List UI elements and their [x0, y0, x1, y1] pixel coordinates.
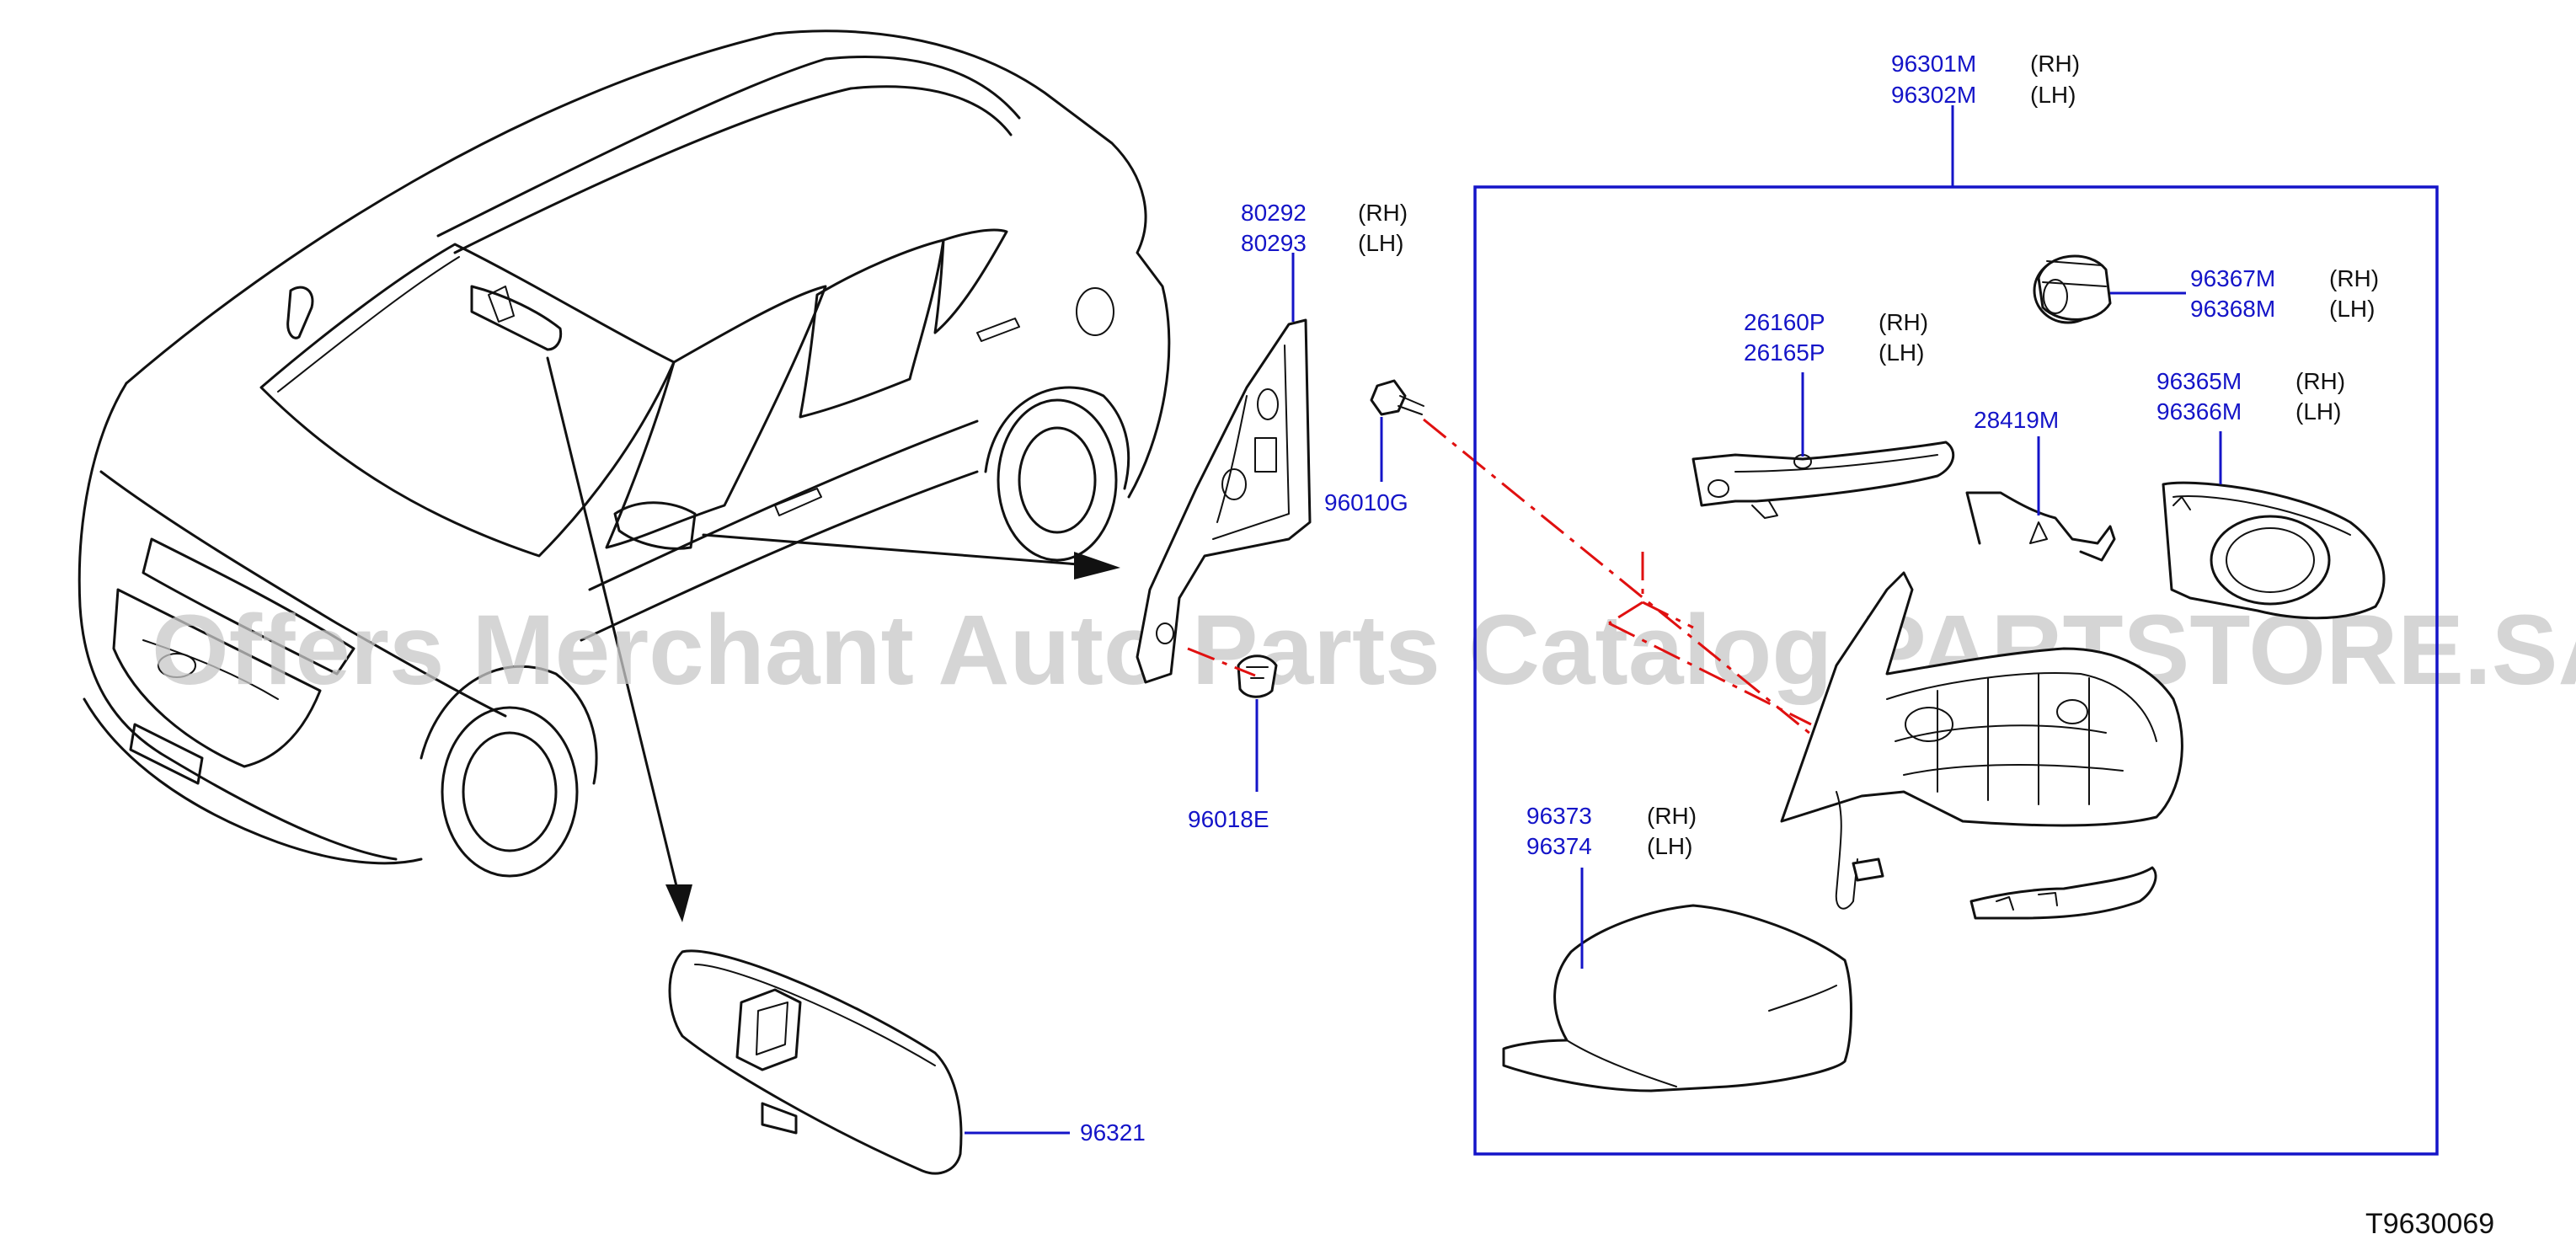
- part-code[interactable]: 96366M: [2156, 398, 2242, 425]
- part-label-96365m[interactable]: 96365M (RH) 96366M (LH): [2156, 368, 2345, 425]
- side-indicator: (RH): [1358, 200, 1408, 226]
- part-code[interactable]: 96368M: [2190, 296, 2275, 322]
- callout-arrows: [546, 356, 1120, 922]
- inside-mirror-drawing: [668, 949, 963, 1175]
- side-indicator: (RH): [1647, 803, 1697, 829]
- side-indicator: (LH): [2295, 398, 2341, 425]
- watermark-text: Offers Merchant Auto Parts Catalog PARTS…: [152, 595, 2576, 706]
- mirror-cover-96373-drawing: [1502, 904, 1852, 1092]
- part-code[interactable]: 96373: [1526, 803, 1592, 829]
- side-indicator: (LH): [1879, 339, 1924, 366]
- part-code[interactable]: 96367M: [2190, 265, 2275, 291]
- actuator-96367m-drawing: [2033, 254, 2112, 324]
- outer-mirror-assembly-frame: [1473, 185, 2439, 1156]
- mirror-finisher-drawing: [1136, 318, 1312, 684]
- part-code[interactable]: 96301M: [1891, 51, 1976, 77]
- part-label-26160p[interactable]: 26160P (RH) 26165P (LH): [1744, 309, 1928, 366]
- part-label-96321[interactable]: 96321: [1080, 1119, 1146, 1146]
- part-code[interactable]: 28419M: [1974, 407, 2059, 433]
- clip-96018e-drawing: [1237, 654, 1278, 698]
- harness-28419m-drawing: [1965, 491, 2116, 562]
- side-indicator: (RH): [2295, 368, 2345, 394]
- side-indicator: (RH): [1879, 309, 1928, 335]
- mirror-glass-96365m-drawing: [2162, 481, 2386, 620]
- part-code[interactable]: 96321: [1080, 1119, 1146, 1146]
- mirror-body-drawing: [1780, 571, 2183, 910]
- part-code[interactable]: 80292: [1241, 200, 1307, 226]
- part-label-96373[interactable]: 96373 (RH) 96374 (LH): [1526, 803, 1697, 859]
- side-indicator: (LH): [2030, 82, 2076, 108]
- side-indicator: (LH): [1358, 230, 1403, 256]
- part-code[interactable]: 96018E: [1188, 806, 1269, 832]
- diagram-id: T9630069: [2365, 1208, 2494, 1240]
- part-code[interactable]: 96010G: [1324, 489, 1408, 515]
- side-indicator: (LH): [1647, 833, 1692, 859]
- part-label-96018e[interactable]: 96018E: [1188, 806, 1269, 832]
- part-label-96010g[interactable]: 96010G: [1324, 489, 1408, 515]
- part-code[interactable]: 96302M: [1891, 82, 1976, 108]
- part-label-80292[interactable]: 80292 (RH) 80293 (LH): [1241, 200, 1408, 256]
- side-indicator: (RH): [2329, 265, 2379, 291]
- lower-cover-drawing: [1969, 866, 2157, 920]
- part-label-96367m[interactable]: 96367M (RH) 96368M (LH): [2190, 265, 2379, 322]
- alignment-lines: [1187, 418, 1820, 743]
- part-label-96301m[interactable]: 96301M (RH) 96302M (LH): [1891, 51, 2080, 108]
- part-code[interactable]: 96365M: [2156, 368, 2242, 394]
- leader-lines: [965, 105, 2222, 1135]
- side-indicator: (RH): [2030, 51, 2080, 77]
- part-code[interactable]: 96374: [1526, 833, 1592, 859]
- side-indicator: (LH): [2329, 296, 2375, 322]
- turn-signal-lamp-drawing: [1692, 441, 1955, 519]
- part-code[interactable]: 80293: [1241, 230, 1307, 256]
- part-code[interactable]: 26160P: [1744, 309, 1825, 335]
- part-code[interactable]: 26165P: [1744, 339, 1825, 366]
- vehicle-illustration: [77, 29, 1171, 878]
- part-label-28419m[interactable]: 28419M: [1974, 407, 2059, 433]
- bolt-96010g-drawing: [1370, 379, 1424, 416]
